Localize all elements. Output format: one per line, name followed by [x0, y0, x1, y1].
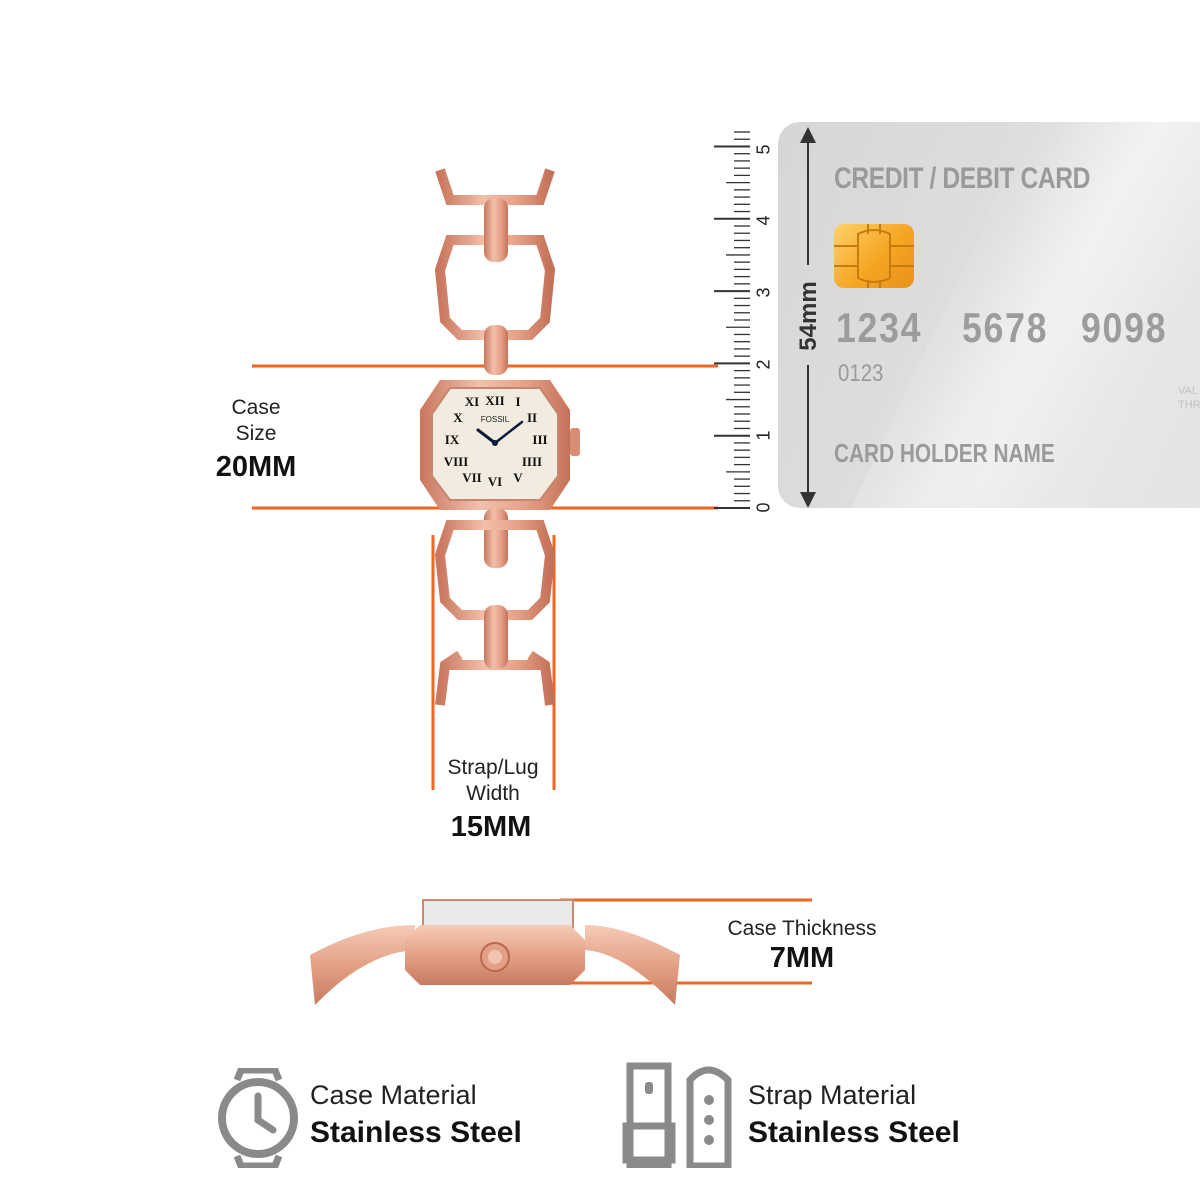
svg-text:XI: XI [465, 394, 479, 409]
strap-material-label: Strap Material [748, 1080, 917, 1110]
card-valid-line1: VAL [1178, 385, 1198, 397]
card-small-number: 0123 [838, 360, 884, 387]
card-chip-icon [834, 224, 914, 288]
svg-text:I: I [515, 394, 520, 409]
strap-width-label-line1: Strap/Lug [447, 756, 539, 779]
watch-icon [218, 1068, 298, 1168]
card-valid-line2: THR [1178, 399, 1200, 411]
case-thickness-value: 7MM [769, 942, 835, 974]
ruler-tick-label-0: 0 [753, 502, 774, 513]
ruler-tick-label-2: 2 [753, 359, 774, 370]
case-size-label-line2: Size [235, 422, 277, 445]
ruler-tick-label-3: 3 [753, 287, 774, 298]
svg-text:X: X [453, 410, 463, 425]
case-size-label: Case Size [196, 395, 316, 447]
card-number-group-2: 5678 [962, 304, 1049, 351]
svg-text:VII: VII [462, 470, 482, 485]
svg-text:V: V [513, 470, 523, 485]
lower-strap-links [434, 520, 556, 706]
case-material-value: Stainless Steel [310, 1116, 522, 1149]
strap-width-label-line2: Width [466, 782, 520, 805]
svg-text:II: II [527, 410, 537, 425]
ruler-tick-label-1: 1 [753, 430, 774, 441]
watch-brand: FOSSIL [481, 415, 510, 424]
svg-text:VI: VI [488, 474, 502, 489]
card-number-group-3: 9098 [1081, 304, 1168, 351]
card-height-arrow [800, 127, 816, 508]
svg-text:IIII: IIII [522, 454, 542, 469]
svg-text:III: III [532, 432, 547, 447]
card-height-label: 54mm [795, 281, 822, 351]
svg-text:XII: XII [485, 393, 505, 408]
strap-icon [622, 1062, 732, 1168]
credit-card: CREDIT / DEBIT CARD 1234 5678 9098 0123 … [778, 122, 1200, 508]
card-title: CREDIT / DEBIT CARD [834, 162, 1090, 195]
case-material-label: Case Material [310, 1080, 477, 1110]
strap-width-value: 15MM [450, 811, 532, 843]
case-thickness-label: Case Thickness [727, 917, 877, 940]
ruler-tick-label-5: 5 [753, 144, 774, 155]
card-holder-name: CARD HOLDER NAME [834, 438, 1055, 468]
strap-width-label: Strap/Lug Width [423, 755, 563, 807]
ruler [714, 131, 750, 509]
watch-side-illustration [310, 899, 680, 1005]
svg-text:VIII: VIII [444, 454, 469, 469]
case-size-label-line1: Case [231, 396, 281, 419]
case-size-value: 20MM [215, 451, 297, 483]
card-valid-thru: VAL THR [1178, 384, 1200, 412]
svg-text:IX: IX [445, 432, 460, 447]
ruler-tick-label-4: 4 [753, 215, 774, 226]
strap-material-value: Stainless Steel [748, 1116, 960, 1149]
card-number-group-1: 1234 [836, 304, 923, 351]
